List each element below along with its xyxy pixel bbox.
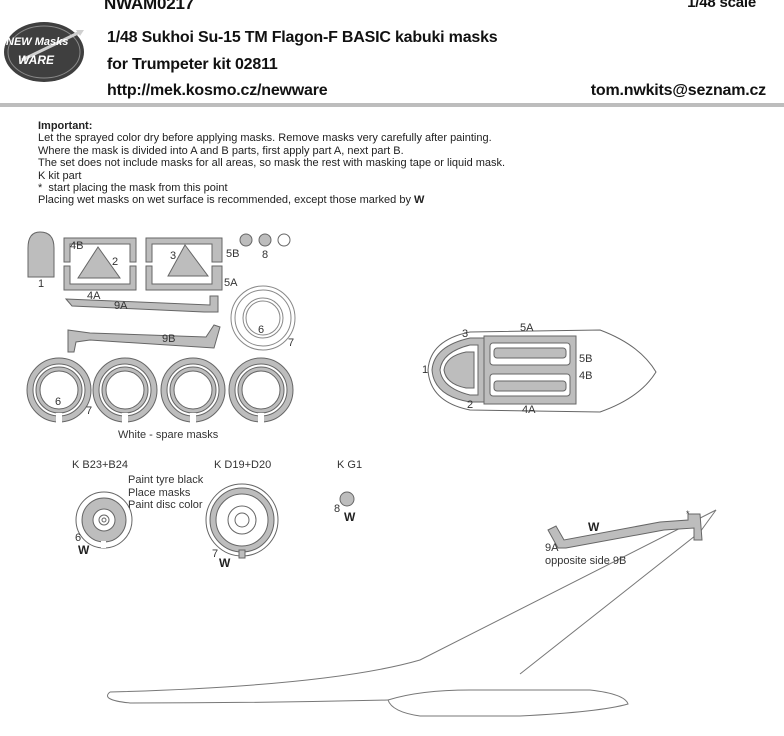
start-point-legend: * start placing the mask from this point — [38, 182, 758, 194]
scale-label: 1/48 scale — [687, 0, 756, 11]
tyre-ring-3 — [160, 357, 226, 424]
mask-part-8a — [239, 233, 253, 247]
wet-symbol-wheel-8: W — [344, 510, 356, 524]
product-title: 1/48 Sukhoi Su-15 TM Flagon-F BASIC kabu… — [107, 29, 498, 46]
wet-symbol: W — [414, 194, 425, 207]
instructions-block: Important: Let the sprayed color dry bef… — [38, 120, 758, 207]
wheel-g1-disc — [339, 491, 355, 507]
label-part-9a: 9A — [114, 300, 128, 312]
label-part-5a: 5A — [224, 277, 238, 289]
product-subtitle: for Trumpeter kit 02811 — [107, 56, 278, 73]
label-part-4b: 4B — [70, 240, 84, 252]
tail-mask-9a — [547, 513, 703, 549]
label-ring-6: 6 — [55, 396, 62, 408]
tyre-ring-2 — [92, 357, 158, 424]
wheel-label-g1: K G1 — [337, 459, 362, 471]
kit-symbol: K — [72, 459, 80, 471]
wheel-d19 — [205, 483, 279, 559]
paint-step: Place masks — [128, 486, 191, 499]
mask-part-9a — [64, 295, 219, 313]
tail-opposite-note: opposite side 9B — [545, 555, 627, 567]
canopy-label-1: 1 — [422, 364, 429, 376]
label-part-5b: 5B — [226, 248, 240, 260]
tail-fin — [107, 509, 717, 717]
wet-mask-text: Placing wet masks on wet surface is reco… — [38, 194, 411, 207]
tail-start-star: * — [686, 509, 690, 519]
label-part-4a: 4A — [87, 290, 101, 302]
canopy-label-2: 2 — [467, 399, 474, 411]
instructions-heading: Important: — [38, 120, 93, 132]
spare-ring — [230, 285, 296, 351]
kit-part-legend: K kit part — [38, 170, 758, 182]
label-part-6: 6 — [258, 324, 265, 336]
wet-symbol-wheel-7: W — [219, 556, 231, 570]
label-part-8: 8 — [262, 249, 269, 261]
product-code: NWAM0217 — [104, 0, 195, 13]
star-symbol: * — [38, 182, 43, 195]
wheel-num-6: 6 — [75, 532, 82, 544]
mask-part-5b — [145, 237, 223, 263]
instruction-line: Where the mask is divided into A and B p… — [38, 144, 404, 157]
wheel-b23 — [75, 491, 133, 549]
email-link[interactable]: tom.nwkits@seznam.cz — [590, 82, 766, 99]
mask-part-4b — [63, 237, 137, 263]
wet-symbol-wheel-6: W — [78, 543, 90, 557]
label-part-3: 3 — [170, 250, 177, 262]
wet-mask-legend: Placing wet masks on wet surface is reco… — [38, 194, 758, 206]
label-part-1: 1 — [38, 278, 45, 290]
label-part-2: 2 — [112, 256, 119, 268]
label-ring-7: 7 — [86, 405, 93, 417]
canopy-label-4b: 4B — [579, 370, 593, 382]
wheel-part-d19: D19+D20 — [224, 459, 272, 471]
mask-part-8b — [258, 233, 272, 247]
spare-masks-note: White - spare masks — [118, 429, 219, 441]
canopy-label-5b: 5B — [579, 353, 593, 365]
wheel-label-d19: K D19+D20 — [214, 459, 271, 471]
start-point-text: start placing the mask from this point — [48, 182, 228, 195]
mask-part-1 — [27, 231, 55, 278]
canopy-diagram — [427, 329, 657, 413]
tyre-ring-4 — [228, 357, 294, 424]
paint-step: Paint tyre black — [128, 474, 204, 486]
mask-part-9b — [67, 324, 221, 353]
logo-graphic — [4, 22, 84, 82]
kit-symbol: K — [214, 459, 222, 471]
wet-symbol-tail: W — [588, 520, 600, 534]
paint-step: Paint disc color — [128, 499, 203, 511]
logo-text-bottom: WARE — [18, 53, 54, 67]
instruction-line: The set does not include masks for all a… — [38, 157, 506, 170]
mask-part-3 — [167, 244, 209, 277]
website-link[interactable]: http://mek.kosmo.cz/newware — [107, 82, 328, 99]
tyre-ring-1 — [26, 357, 92, 424]
wheel-label-b23: K B23+B24 — [72, 459, 128, 471]
mask-part-2 — [77, 246, 121, 279]
instruction-line: Let the sprayed color dry before applyin… — [38, 132, 492, 145]
kit-part-symbol: K — [38, 169, 46, 182]
tail-label-9a: 9A — [545, 542, 559, 554]
wheel-num-8: 8 — [334, 503, 341, 515]
header-divider — [0, 103, 784, 107]
mask-part-4a — [63, 265, 137, 291]
label-part-7: 7 — [288, 337, 295, 349]
wheel-num-7: 7 — [212, 548, 219, 560]
mask-part-8c — [277, 233, 291, 247]
wheel-part-g1: G1 — [347, 459, 363, 471]
tyre-rings — [26, 357, 294, 424]
paint-steps: Paint tyre black Place masks Paint disc … — [128, 474, 203, 512]
canopy-label-3: 3 — [462, 328, 469, 340]
kit-part-text: kit part — [48, 169, 82, 182]
label-part-9b: 9B — [162, 333, 176, 345]
mask-part-5a — [145, 265, 223, 291]
wheel-part-b23: B23+B24 — [82, 459, 128, 471]
new-ware-logo: NEW Masks WARE — [2, 20, 90, 84]
canopy-label-4a: 4A — [522, 404, 536, 416]
kit-symbol: K — [337, 459, 345, 471]
logo-text-top: NEW Masks — [6, 36, 69, 48]
canopy-label-5a: 5A — [520, 322, 534, 334]
